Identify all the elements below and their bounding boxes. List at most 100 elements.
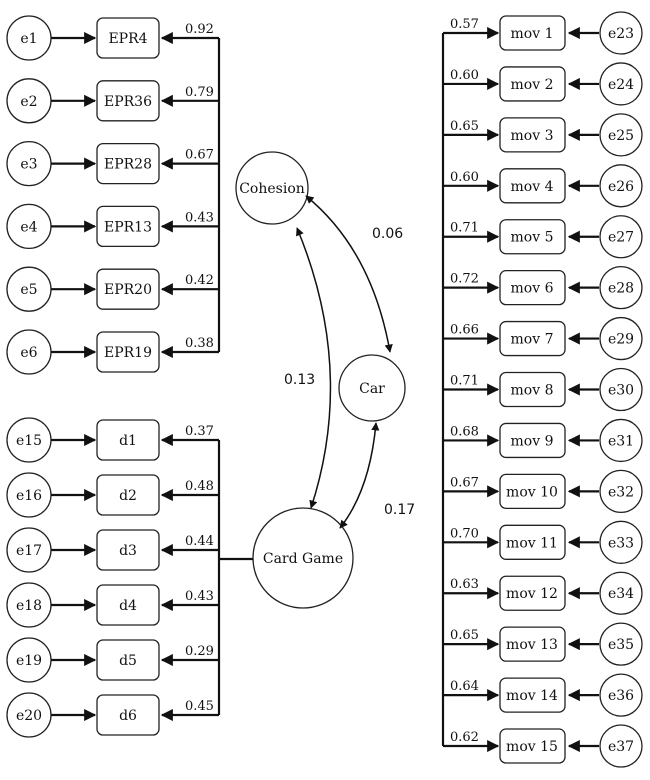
indicator-box bbox=[499, 219, 566, 255]
card-game-indicator-d1: e15 d1 0.37 bbox=[6, 417, 219, 463]
corr-label-cohesion-card-game: 0.13 bbox=[284, 372, 315, 388]
loading-label: 0.48 bbox=[185, 479, 214, 494]
indicator-label: d3 bbox=[119, 543, 137, 559]
corr-arc-cohesion-card-game bbox=[296, 227, 332, 509]
indicator-box bbox=[499, 117, 566, 153]
indicator-label: mov 15 bbox=[506, 739, 558, 755]
indicator-box bbox=[96, 419, 160, 461]
indicator-box bbox=[499, 677, 566, 713]
loading-label: 0.60 bbox=[450, 68, 479, 83]
indicator-label: mov 6 bbox=[511, 281, 554, 297]
loading-label: 0.43 bbox=[185, 589, 214, 604]
error-term-label: e15 bbox=[16, 433, 42, 449]
indicator-label: mov 3 bbox=[511, 128, 554, 144]
indicator-label: mov 9 bbox=[511, 433, 554, 449]
loading-label: 0.70 bbox=[450, 526, 479, 541]
indicator-box bbox=[499, 626, 566, 662]
error-term-label: e4 bbox=[20, 219, 37, 235]
error-term bbox=[599, 215, 643, 259]
indicator-box bbox=[499, 422, 566, 459]
error-term-label: e18 bbox=[16, 598, 42, 614]
error-term bbox=[599, 62, 643, 106]
error-term-label: e23 bbox=[608, 26, 634, 42]
indicator-label: mov 4 bbox=[511, 179, 554, 195]
error-term bbox=[599, 11, 643, 55]
latent-car-label: Car bbox=[359, 381, 385, 397]
indicator-box bbox=[96, 584, 160, 626]
car-indicator-mov-7: 0.66 mov 7 e29 bbox=[443, 316, 643, 361]
latent-card-game-label: Card Game bbox=[263, 551, 343, 567]
error-term bbox=[599, 418, 643, 463]
indicator-label: mov 14 bbox=[506, 688, 558, 704]
error-term-label: e32 bbox=[608, 484, 634, 500]
loading-label: 0.45 bbox=[185, 699, 214, 714]
indicator-label: mov 10 bbox=[506, 484, 558, 500]
indicator-label: mov 5 bbox=[511, 230, 554, 246]
error-term-label: e28 bbox=[608, 281, 634, 297]
error-term-label: e1 bbox=[20, 31, 37, 47]
error-term bbox=[599, 316, 643, 361]
loading-label: 0.65 bbox=[450, 119, 479, 134]
indicator-label: d1 bbox=[119, 433, 137, 449]
loading-label: 0.79 bbox=[185, 85, 214, 100]
latent-car: Car bbox=[338, 354, 406, 422]
loading-label: 0.66 bbox=[450, 323, 479, 338]
loading-label: 0.92 bbox=[185, 22, 214, 37]
error-term bbox=[599, 469, 643, 514]
indicator-box bbox=[96, 529, 160, 571]
loading-label: 0.42 bbox=[185, 273, 214, 288]
indicator-label: mov 7 bbox=[511, 332, 554, 348]
error-term bbox=[599, 520, 643, 564]
error-term-label: e3 bbox=[20, 157, 37, 173]
indicator-label: EPR20 bbox=[104, 282, 152, 298]
error-term bbox=[599, 164, 643, 208]
corr-label-car-card-game: 0.17 bbox=[384, 502, 415, 518]
error-term-label: e6 bbox=[20, 345, 37, 361]
loading-label: 0.71 bbox=[450, 374, 479, 389]
loading-label: 0.62 bbox=[450, 730, 479, 745]
error-term-label: e37 bbox=[608, 739, 634, 755]
indicator-label: EPR19 bbox=[104, 345, 152, 361]
indicator-label: EPR36 bbox=[104, 94, 152, 110]
error-term-label: e33 bbox=[608, 535, 634, 551]
error-term bbox=[599, 367, 643, 412]
indicator-box bbox=[96, 80, 160, 122]
error-term bbox=[599, 113, 643, 157]
error-term-label: e26 bbox=[608, 179, 634, 195]
error-term-label: e29 bbox=[608, 332, 634, 348]
indicator-box bbox=[96, 268, 160, 310]
loading-label: 0.63 bbox=[450, 577, 479, 592]
indicator-box bbox=[96, 331, 160, 373]
error-term bbox=[599, 724, 643, 768]
loading-label: 0.64 bbox=[450, 679, 479, 694]
error-term bbox=[599, 571, 643, 615]
error-term-label: e24 bbox=[608, 77, 634, 93]
corr-arc-cohesion-car bbox=[305, 195, 393, 353]
indicator-box bbox=[96, 142, 160, 185]
indicator-label: mov 1 bbox=[511, 26, 554, 42]
latent-cohesion-label: Cohesion bbox=[239, 181, 305, 197]
indicator-label: mov 8 bbox=[511, 383, 554, 399]
loading-label: 0.68 bbox=[450, 424, 479, 439]
indicator-label: EPR28 bbox=[104, 157, 152, 173]
error-term-label: e17 bbox=[16, 543, 42, 559]
loading-label: 0.44 bbox=[185, 534, 214, 549]
loading-label: 0.37 bbox=[185, 424, 214, 439]
loading-label: 0.57 bbox=[450, 17, 479, 32]
indicator-label: mov 13 bbox=[506, 637, 558, 653]
indicator-box bbox=[499, 168, 566, 204]
